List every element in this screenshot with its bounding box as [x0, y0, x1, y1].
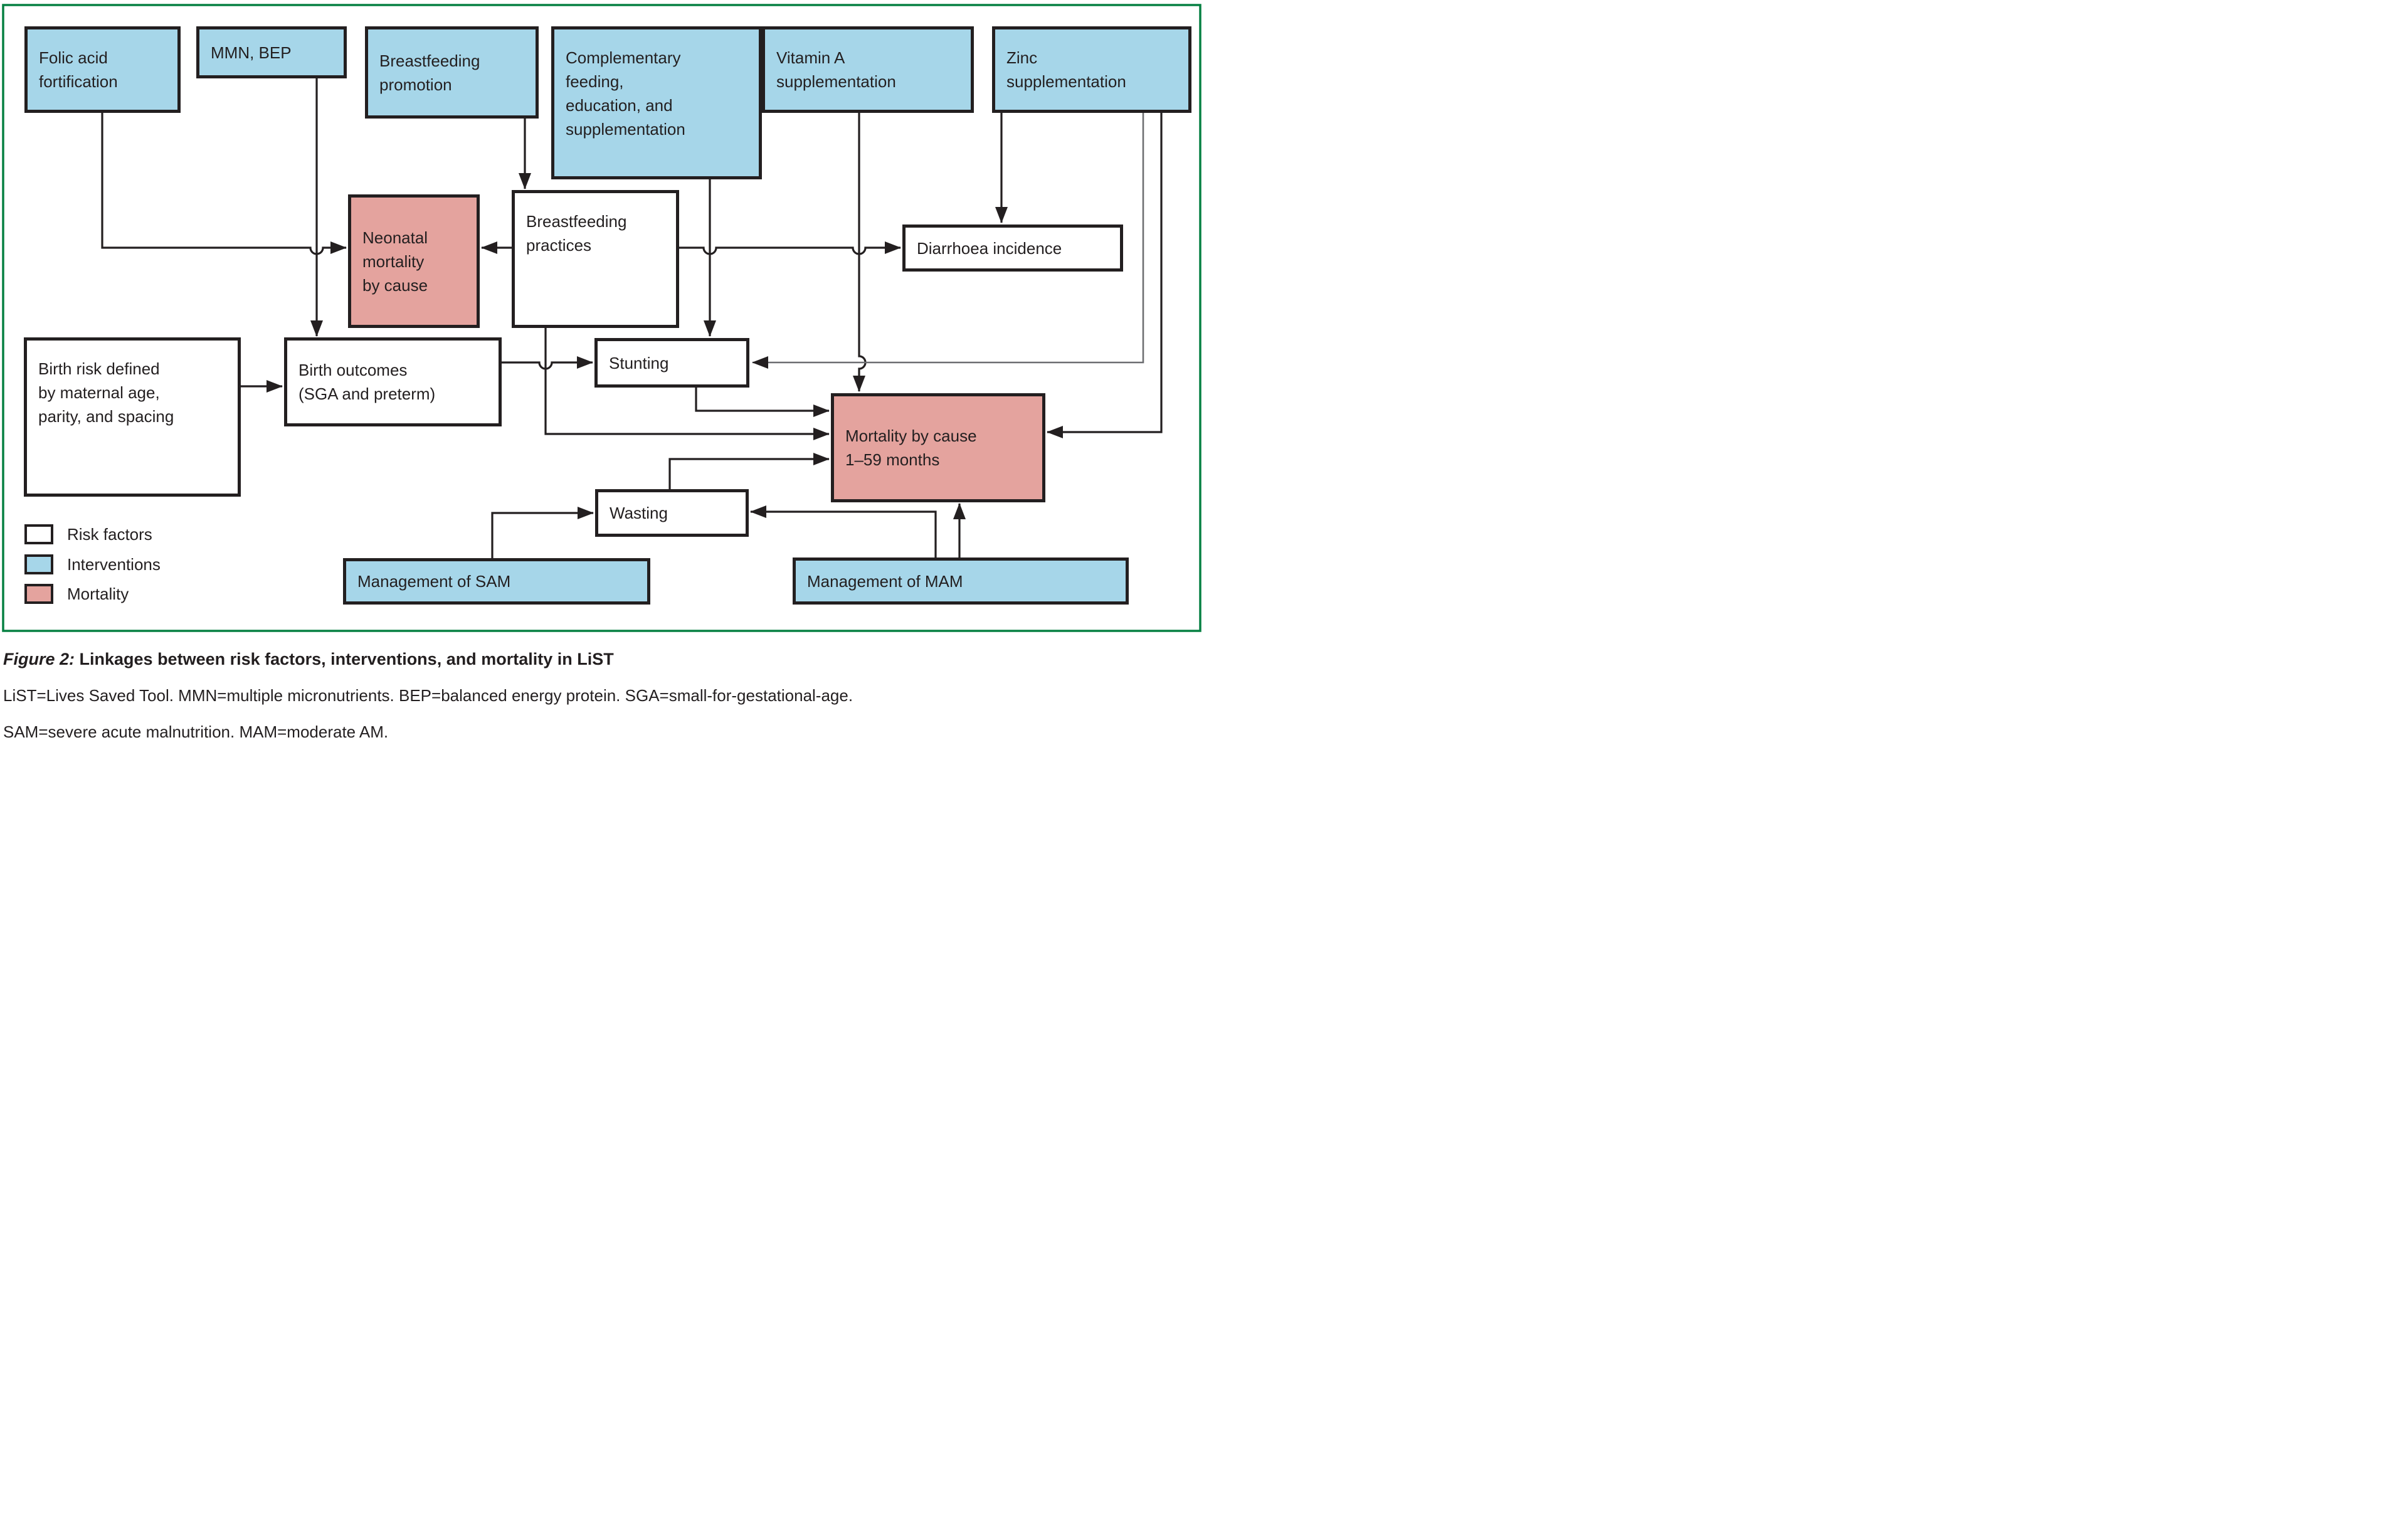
node-complementary-feeding: Complementary feeding, education, and su…	[551, 26, 762, 179]
legend-item-interventions: Interventions	[24, 554, 161, 574]
node-label: Management of MAM	[807, 571, 963, 591]
edge-bfpractices-to-mortality	[544, 328, 830, 440]
node-zinc-supplementation: Zinc supplementation	[992, 26, 1191, 113]
risk-factors-swatch	[24, 524, 53, 544]
node-label: Breastfeeding promotion	[379, 51, 480, 94]
node-breastfeeding-practices: Breastfeeding practices	[512, 190, 679, 328]
node-mortality-by-cause-1-59-months: Mortality by cause 1–59 months	[831, 393, 1045, 502]
caption-abbreviations-line-2: SAM=severe acute malnutrition. MAM=moder…	[3, 722, 389, 741]
node-stunting: Stunting	[594, 338, 749, 388]
legend-item-mortality: Mortality	[24, 584, 129, 604]
node-diarrhoea-incidence: Diarrhoea incidence	[902, 225, 1123, 272]
node-label: Birth risk defined by maternal age, pari…	[38, 359, 174, 426]
edge-sam-to-wasting	[491, 507, 594, 558]
edge-birthoutcomes-to-stunting	[502, 356, 593, 370]
figure-caption: Figure 2: Linkages between risk factors,…	[3, 641, 1195, 750]
edge-zinc-to-stunting	[752, 113, 1144, 369]
mortality-swatch	[24, 584, 53, 604]
legend-label: Mortality	[67, 584, 129, 603]
node-label: Mortality by cause 1–59 months	[845, 426, 977, 469]
node-breastfeeding-promotion: Breastfeeding promotion	[365, 26, 539, 119]
caption-figure-label: Figure 2:	[3, 650, 75, 669]
legend-item-risk-factors: Risk factors	[24, 524, 152, 544]
node-folic-acid-fortification: Folic acid fortification	[24, 26, 181, 113]
edge-bfpractices-to-diarrhoea	[679, 241, 901, 255]
node-label: Breastfeeding practices	[526, 212, 627, 255]
edge-wasting-to-mortality	[668, 453, 830, 489]
caption-title: Linkages between risk factors, intervent…	[75, 650, 614, 669]
interventions-swatch	[24, 554, 53, 574]
node-label: Diarrhoea incidence	[917, 238, 1062, 258]
caption-abbreviations-line-1: LiST=Lives Saved Tool. MMN=multiple micr…	[3, 686, 853, 705]
node-label: Zinc supplementation	[1006, 48, 1126, 91]
edge-stunting-to-mortality	[695, 388, 830, 417]
edge-mam-to-wasting	[750, 505, 937, 558]
diagram-frame	[2, 4, 1201, 632]
node-mmn-bep: MMN, BEP	[196, 26, 347, 78]
node-wasting: Wasting	[595, 489, 749, 537]
legend-label: Interventions	[67, 554, 161, 574]
node-label: Neonatal mortality by cause	[362, 228, 428, 295]
legend-label: Risk factors	[67, 524, 152, 544]
node-neonatal-mortality-by-cause: Neonatal mortality by cause	[348, 194, 480, 328]
node-management-of-sam: Management of SAM	[343, 558, 650, 605]
node-label: Folic acid fortification	[39, 48, 118, 91]
node-label: Management of SAM	[357, 572, 511, 591]
caption-title-line: Figure 2: Linkages between risk factors,…	[3, 641, 1195, 677]
node-birth-risk: Birth risk defined by maternal age, pari…	[24, 337, 241, 497]
edge-folic-to-neonatal	[101, 113, 347, 255]
node-label: Stunting	[609, 353, 669, 373]
node-label: Complementary feeding, education, and su…	[566, 48, 685, 139]
node-label: Birth outcomes (SGA and preterm)	[298, 361, 436, 403]
node-label: Wasting	[610, 504, 668, 522]
node-vitamin-a-supplementation: Vitamin A supplementation	[762, 26, 974, 113]
figure-2-list-linkages-diagram: Folic acid fortification MMN, BEP Breast…	[0, 0, 1204, 761]
node-label: Vitamin A supplementation	[776, 48, 896, 91]
node-birth-outcomes: Birth outcomes (SGA and preterm)	[284, 337, 502, 426]
node-management-of-mam: Management of MAM	[793, 558, 1129, 605]
edge-zinc-to-mortality	[1047, 113, 1163, 438]
connector-lines	[2, 4, 1201, 632]
node-label: MMN, BEP	[211, 43, 292, 62]
